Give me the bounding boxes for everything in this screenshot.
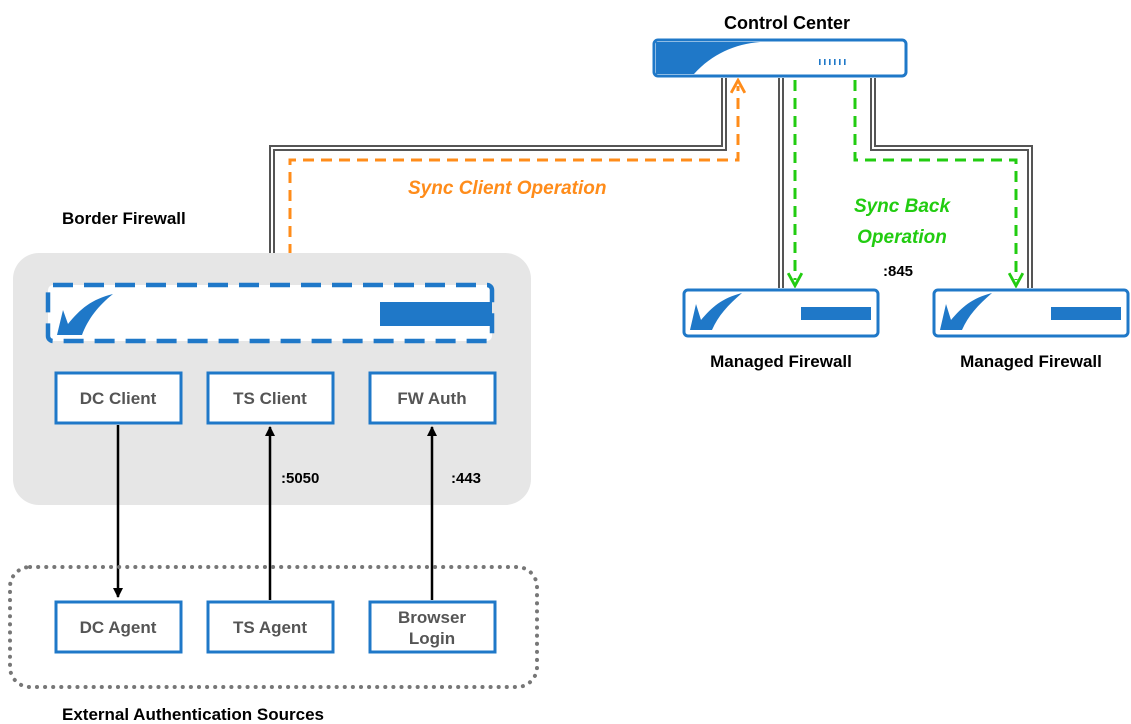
cc-to-managed-2-connector bbox=[870, 78, 1033, 288]
sync-back-label-line2: Operation bbox=[857, 227, 947, 248]
led-dots-icon bbox=[819, 59, 846, 65]
border-firewall-label: Border Firewall bbox=[62, 209, 186, 228]
sync-back-arrow-2 bbox=[853, 80, 1016, 280]
ts-agent-box: TS Agent bbox=[206, 600, 335, 654]
fw-auth-label: FW Auth bbox=[397, 389, 466, 408]
dc-agent-box: DC Agent bbox=[54, 600, 183, 654]
fw-auth-box: FW Auth bbox=[368, 371, 497, 425]
sync-client-label: Sync Client Operation bbox=[408, 178, 606, 199]
dc-client-box: DC Client bbox=[54, 371, 183, 425]
ts-client-label: TS Client bbox=[233, 389, 307, 408]
browser-login-label-line1: Browser bbox=[398, 608, 466, 627]
browser-login-box: Browser Login bbox=[368, 600, 497, 654]
sync-back-label-line1: Sync Back bbox=[854, 196, 952, 217]
port-443-label: :443 bbox=[451, 470, 481, 487]
external-sources-label: External Authentication Sources bbox=[62, 705, 324, 724]
control-center-label: Control Center bbox=[724, 13, 850, 33]
managed-firewall-1-label: Managed Firewall bbox=[710, 352, 852, 371]
sync-client-arrow bbox=[288, 86, 738, 255]
managed-firewall-2-appliance bbox=[932, 288, 1130, 338]
control-center-appliance bbox=[652, 38, 908, 78]
port-845-label: :845 bbox=[883, 263, 913, 280]
ts-client-box: TS Client bbox=[206, 371, 335, 425]
ts-agent-label: TS Agent bbox=[233, 618, 307, 637]
dc-agent-label: DC Agent bbox=[80, 618, 157, 637]
external-sources-container bbox=[8, 565, 539, 689]
port-5050-label: :5050 bbox=[281, 470, 319, 487]
managed-firewall-1-appliance bbox=[682, 288, 880, 338]
dc-client-label: DC Client bbox=[80, 389, 157, 408]
browser-login-label-line2: Login bbox=[409, 629, 455, 648]
managed-firewall-2-label: Managed Firewall bbox=[960, 352, 1102, 371]
cc-to-border-connector bbox=[269, 78, 727, 255]
border-firewall-appliance bbox=[45, 282, 495, 344]
